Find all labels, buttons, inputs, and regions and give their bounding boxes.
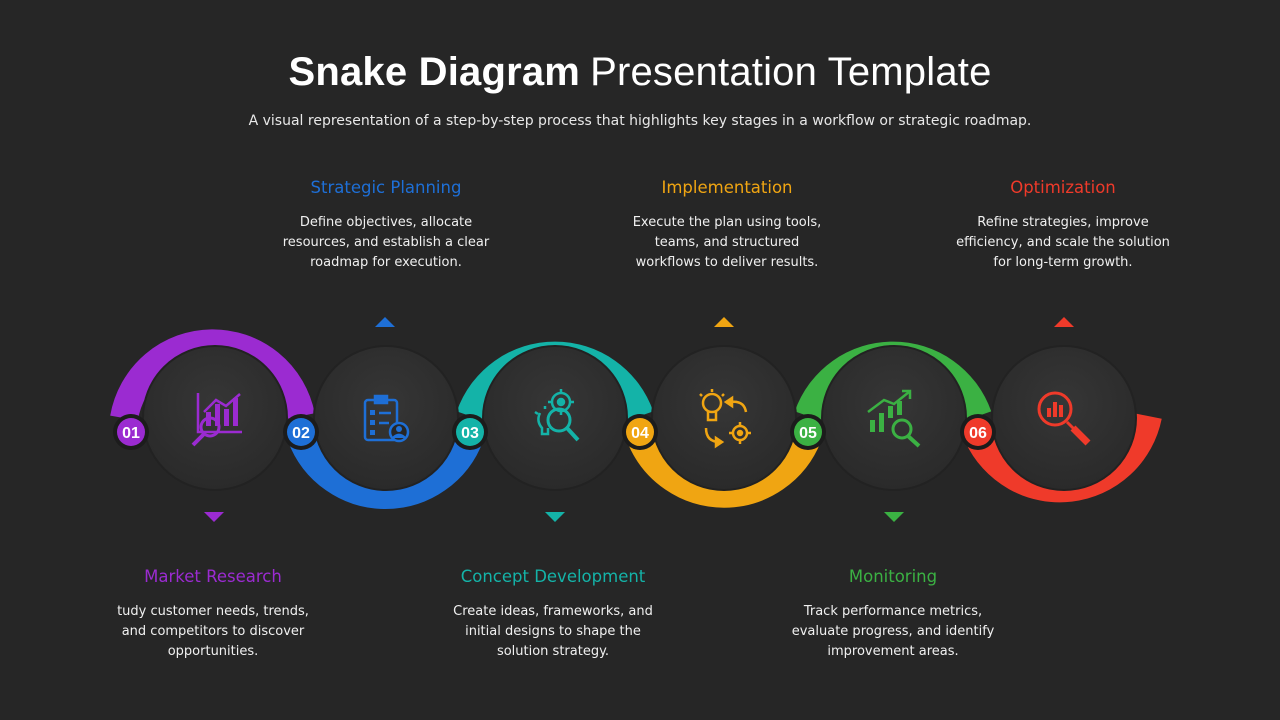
badge-02: 02 [283,414,319,450]
badge-01: 01 [113,414,149,450]
stage-description: tudy customer needs, trends, and competi… [117,604,309,659]
stage-title: Optimization [1010,178,1116,197]
badge-number: 05 [799,425,817,442]
arc-04 [626,430,822,508]
idea-gear-search-icon [534,389,580,442]
bulb-gear-cycle-icon [699,389,751,449]
clipboard-plan-icon [363,394,410,443]
pointer-05 [884,512,904,522]
stage-title: Implementation [661,178,793,197]
magnifier-chart-icon [1037,391,1091,446]
disc-06 [991,345,1137,491]
arc-02 [287,430,484,510]
stage-04-text: Implementation Execute the plan using to… [607,178,847,273]
stage-title: Concept Development [460,567,646,586]
stage-02-text: Strategic Planning Define objectives, al… [266,178,506,273]
disc-05 [821,345,967,491]
pointer-06 [1054,317,1074,327]
arc-01 [110,329,315,421]
stage-title: Strategic Planning [310,178,462,197]
badge-03: 03 [452,414,488,450]
chart-analysis-icon [191,393,242,447]
stage-title: Market Research [144,567,282,586]
stage-description: Define objectives, allocate resources, a… [282,215,490,270]
growth-chart-search-icon [867,389,921,448]
stage-01-text: Market Research tudy customer needs, tre… [93,567,333,662]
pointer-01 [204,512,224,522]
disc-04 [651,345,797,491]
stage-description: Refine strategies, improve efficiency, a… [956,215,1170,270]
pointer-04 [714,317,734,327]
stage-03-text: Concept Development Create ideas, framew… [433,567,673,662]
stage-description: Execute the plan using tools, teams, and… [632,215,822,270]
page-subtitle: A visual representation of a step-by-ste… [248,113,1032,129]
stage-description: Create ideas, frameworks, and initial de… [453,604,653,659]
stage-title: Monitoring [848,567,938,586]
badge-number: 06 [969,425,987,442]
stage-05-text: Monitoring Track performance metrics, ev… [773,567,1013,662]
stage-06-text: Optimization Refine strategies, improve … [943,178,1183,273]
badge-06: 06 [960,414,996,450]
badge-number: 01 [122,425,140,442]
pointer-03 [545,512,565,522]
stage-description: Track performance metrics, evaluate prog… [791,604,995,659]
disc-02 [313,345,459,491]
badge-number: 03 [461,425,479,442]
title-light: Presentation Template [590,50,992,94]
title-bold: Snake Diagram [288,50,581,94]
badge-04: 04 [622,414,658,450]
badge-number: 02 [292,425,310,442]
disc-03 [482,345,628,491]
badge-05: 05 [790,414,826,450]
pointer-02 [375,317,395,327]
badge-number: 04 [631,425,649,442]
